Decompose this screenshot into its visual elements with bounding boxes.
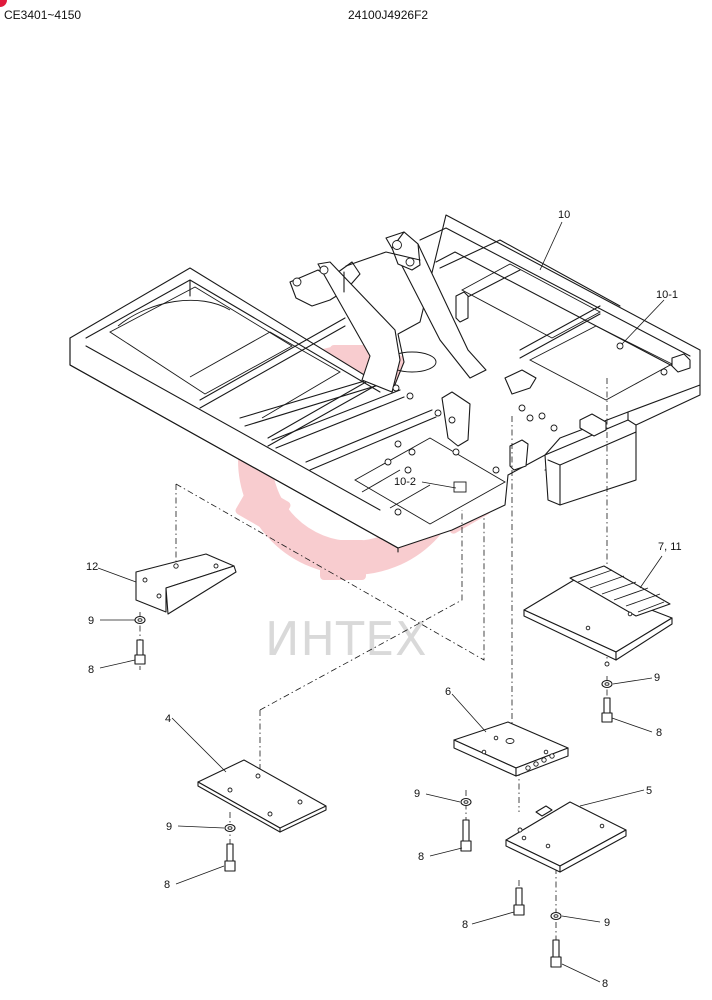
washer-e-icon	[550, 911, 562, 921]
cover-6	[453, 721, 569, 777]
callout-bolt-b: 8	[164, 879, 170, 891]
drawing-code-label: 24100J4926F2	[348, 8, 429, 22]
bolt-b-icon	[224, 843, 236, 872]
callout-frame-sub2: 10-2	[394, 476, 416, 488]
callout-bolt-d: 8	[656, 727, 662, 739]
callout-step-7-11: 7, 11	[658, 541, 682, 553]
callout-bolt-e: 8	[462, 919, 468, 931]
step-7-11	[523, 565, 673, 667]
leader-lines	[97, 221, 665, 983]
callout-washer-b: 9	[166, 821, 172, 833]
bolt-d-icon	[601, 697, 613, 723]
serial-range-label: CE3401~4150	[4, 8, 82, 22]
callout-frame-sub1: 10-1	[656, 289, 678, 301]
washers	[134, 615, 613, 921]
callout-washer-a: 9	[88, 615, 94, 627]
callout-cover-6: 6	[445, 686, 451, 698]
callout-washer-c: 9	[414, 788, 420, 800]
bolt-e-icon	[513, 887, 525, 916]
bolt-a-icon	[134, 639, 146, 665]
callout-labels: 10 10-1 10-2 12 9 8 4 9 8 6 9 8 5 7, 11 …	[86, 209, 682, 990]
washer-b-icon	[224, 823, 236, 833]
main-frame	[69, 214, 701, 553]
watermark-text: ИНТЕХ	[265, 612, 428, 666]
bolt-c-icon	[460, 819, 472, 852]
callout-washer-d: 9	[654, 672, 660, 684]
washer-d-icon	[601, 679, 613, 689]
corner-mark-icon	[0, 0, 7, 7]
cover-12	[135, 553, 237, 615]
callout-bolt-a: 8	[88, 664, 94, 676]
bolt-f-icon	[550, 939, 562, 968]
callout-cover-12: 12	[86, 561, 98, 573]
callout-bolt-c: 8	[418, 851, 424, 863]
washer-a-icon	[134, 615, 146, 625]
washer-c-icon	[460, 797, 472, 807]
callout-washer-e: 9	[604, 917, 610, 929]
callout-frame: 10	[558, 209, 570, 221]
bolts	[134, 639, 613, 968]
callout-bolt-f: 8	[602, 978, 608, 990]
callout-cover-4: 4	[165, 713, 171, 725]
cover-4	[197, 759, 327, 833]
callout-cover-5: 5	[646, 785, 652, 797]
cover-5	[505, 801, 627, 873]
